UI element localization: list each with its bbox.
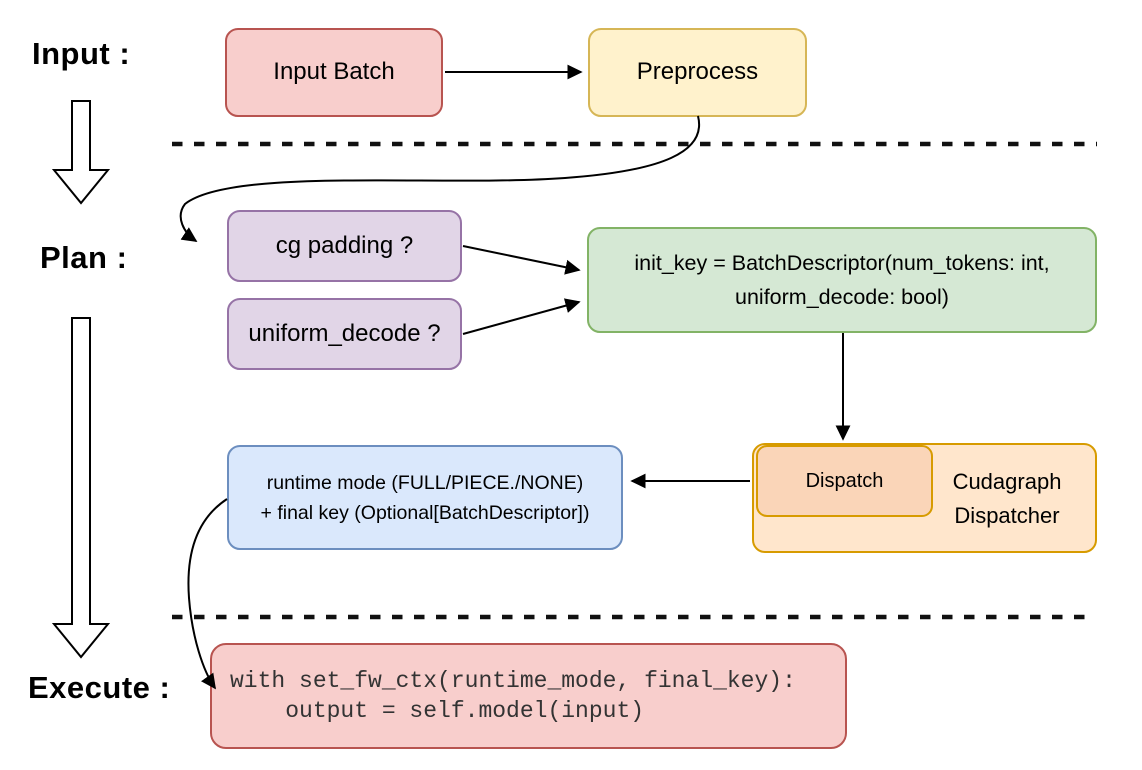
node-cudagraph-dispatcher-label: Cudagraph Dispatcher — [922, 465, 1092, 533]
cudagraph-label-line2: Dispatcher — [954, 503, 1060, 528]
plan-to-execute-flow-arrow — [51, 317, 111, 659]
node-preprocess: Preprocess — [588, 28, 807, 117]
edge-uniformdecode-to-initkey — [462, 298, 581, 335]
node-input-batch: Input Batch — [225, 28, 443, 117]
node-preprocess-label: Preprocess — [636, 58, 759, 86]
node-cg-padding-label: cg padding ? — [275, 231, 414, 259]
node-execute-code: with set_fw_ctx(runtime_mode, final_key)… — [210, 643, 847, 749]
execute-code-line2: output = self.model(input) — [230, 698, 645, 724]
cudagraph-label-line1: Cudagraph — [952, 469, 1062, 494]
node-uniform-decode-label: uniform_decode ? — [248, 319, 441, 347]
execute-code-block: with set_fw_ctx(runtime_mode, final_key)… — [230, 666, 796, 726]
stage-label-execute: Execute : — [28, 670, 171, 705]
node-cg-padding: cg padding ? — [227, 210, 462, 282]
stage-label-plan: Plan : — [40, 240, 128, 275]
node-runtime-mode-line2: + final key (Optional[BatchDescriptor]) — [260, 501, 590, 524]
node-init-key: init_key = BatchDescriptor(num_tokens: i… — [587, 227, 1097, 333]
node-dispatch-label: Dispatch — [805, 469, 884, 492]
input-to-plan-flow-arrow — [51, 100, 111, 205]
node-runtime-mode-line1: runtime mode (FULL/PIECE./NONE) — [266, 471, 584, 494]
node-init-key-line2: uniform_decode: bool) — [735, 285, 949, 309]
edge-cgpadding-to-initkey — [462, 245, 581, 275]
node-runtime-mode: runtime mode (FULL/PIECE./NONE) + final … — [227, 445, 623, 550]
node-dispatch: Dispatch — [756, 445, 933, 517]
node-input-batch-label: Input Batch — [273, 58, 395, 86]
execute-code-line1: with set_fw_ctx(runtime_mode, final_key)… — [230, 668, 796, 694]
node-init-key-line1: init_key = BatchDescriptor(num_tokens: i… — [634, 251, 1050, 275]
node-uniform-decode: uniform_decode ? — [227, 298, 462, 370]
stage-label-input: Input : — [32, 36, 131, 71]
